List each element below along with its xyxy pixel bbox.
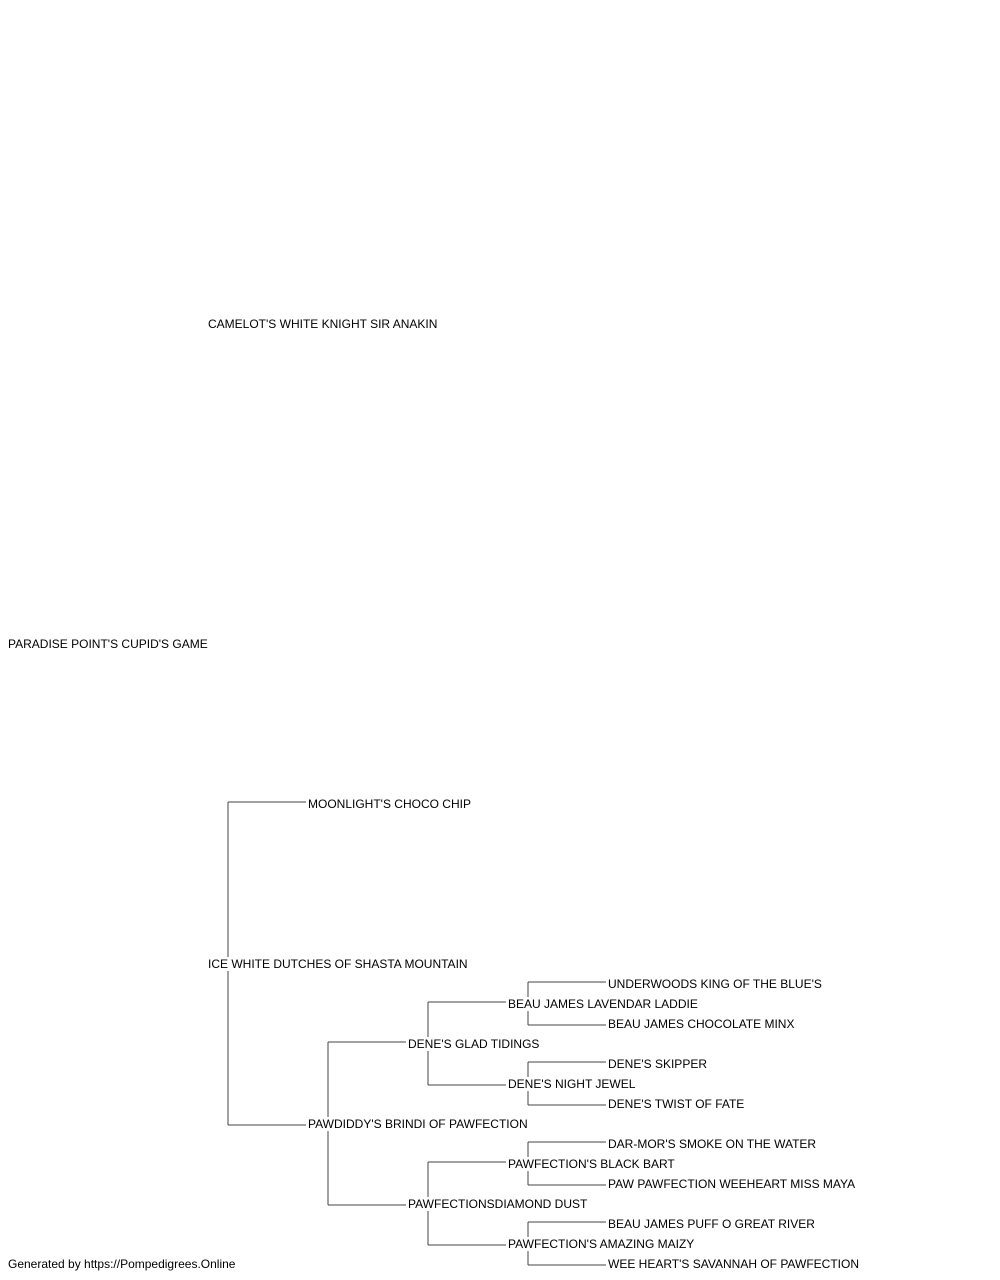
pedigree-gen4-name: DENE'S NIGHT JEWEL <box>508 1077 637 1091</box>
pedigree-dam-name: ICE WHITE DUTCHES OF SHASTA MOUNTAIN <box>208 957 469 971</box>
pedigree-gen5-name: BEAU JAMES PUFF O GREAT RIVER <box>608 1217 816 1231</box>
pedigree-subject-name: PARADISE POINT'S CUPID'S GAME <box>8 637 209 651</box>
pedigree-gen4-name: PAWFECTION'S BLACK BART <box>508 1157 676 1171</box>
pedigree-gen5-name: DENE'S TWIST OF FATE <box>608 1097 746 1111</box>
generated-by-footer: Generated by https://Pompedigrees.Online <box>8 1257 236 1271</box>
pedigree-gen5-name: PAW PAWFECTION WEEHEART MISS MAYA <box>608 1177 857 1191</box>
pedigree-sire-name: CAMELOT'S WHITE KNIGHT SIR ANAKIN <box>208 317 439 331</box>
pedigree-gen3-dam-name: PAWFECTIONSDIAMOND DUST <box>408 1197 589 1211</box>
pedigree-dam-sire-name: MOONLIGHT'S CHOCO CHIP <box>308 797 472 811</box>
pedigree-dam-dam-name: PAWDIDDY'S BRINDI OF PAWFECTION <box>308 1117 529 1131</box>
pedigree-gen4-name: BEAU JAMES LAVENDAR LADDIE <box>508 997 699 1011</box>
pedigree-gen5-name: BEAU JAMES CHOCOLATE MINX <box>608 1017 796 1031</box>
pedigree-gen5-name: WEE HEART'S SAVANNAH OF PAWFECTION <box>608 1257 860 1271</box>
pedigree-gen4-name: PAWFECTION'S AMAZING MAIZY <box>508 1237 696 1251</box>
pedigree-gen5-name: DAR-MOR'S SMOKE ON THE WATER <box>608 1137 818 1151</box>
pedigree-gen5-name: UNDERWOODS KING OF THE BLUE'S <box>608 977 823 991</box>
pedigree-gen3-sire-name: DENE'S GLAD TIDINGS <box>408 1037 541 1051</box>
pedigree-gen5-name: DENE'S SKIPPER <box>608 1057 708 1071</box>
